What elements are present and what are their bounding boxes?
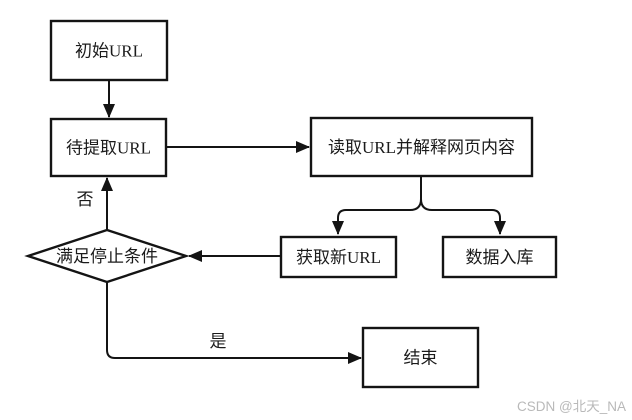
node-read-parse (309, 116, 534, 178)
node-pending-url (49, 117, 168, 178)
node-data-store-label: 数据入库 (466, 248, 534, 267)
node-end (361, 326, 480, 389)
arrow-read-to-store (420, 198, 506, 235)
labels-group: 初始URL 待提取URL 读取URL并解释网页内容 获取新URL 数据入库 满足… (56, 42, 534, 368)
watermark-text: CSDN @北天_NA (517, 399, 626, 414)
node-initial-url-label: 初始URL (75, 42, 143, 61)
arrow-condition-yes-to-end (106, 282, 362, 364)
node-pending-url-label: 待提取URL (66, 139, 151, 158)
node-stop-condition-diamond (24, 228, 190, 284)
edge-label-yes: 是 (210, 332, 227, 351)
node-read-parse-label: 读取URL并解释网页内容 (328, 138, 515, 157)
node-get-new-url-label: 获取新URL (296, 248, 381, 267)
nodes-group (24, 19, 558, 389)
node-initial-url (49, 19, 169, 82)
edges-group (101, 80, 506, 364)
arrow-read-to-newurl (332, 176, 422, 235)
node-end-label: 结束 (404, 349, 438, 368)
node-get-new-url (279, 235, 398, 279)
edge-label-no: 否 (77, 190, 94, 209)
node-data-store (441, 235, 558, 279)
node-stop-condition-label: 满足停止条件 (56, 247, 158, 266)
